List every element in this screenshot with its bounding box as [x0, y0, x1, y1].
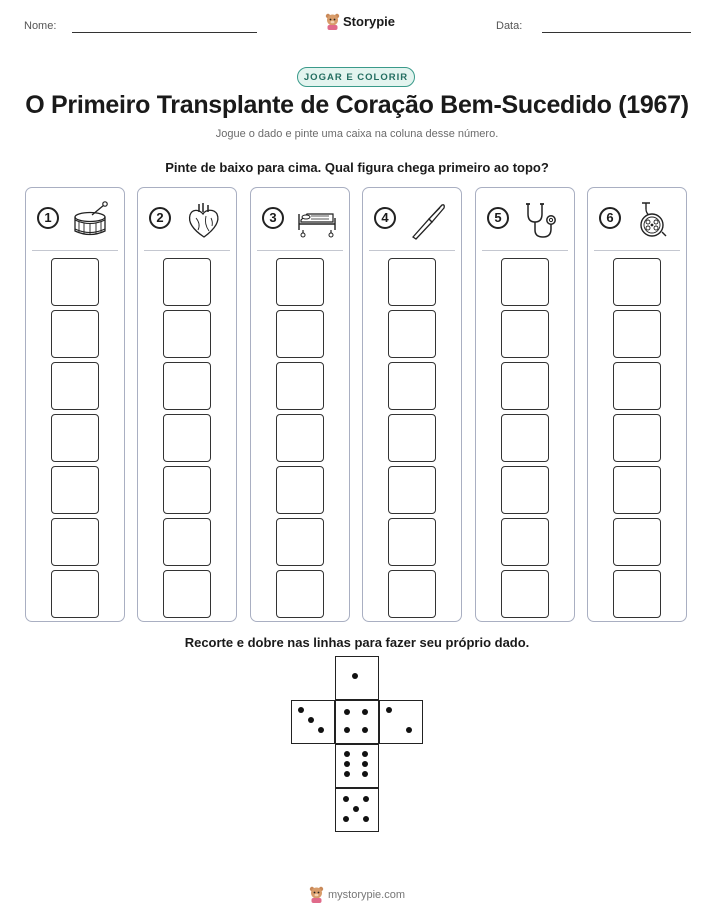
color-box[interactable]: [51, 310, 99, 358]
column-header: 6: [596, 200, 680, 240]
column-number: 2: [149, 207, 171, 229]
color-box[interactable]: [51, 258, 99, 306]
bear-mascot-icon: [309, 886, 324, 903]
color-box[interactable]: [276, 570, 324, 618]
color-box[interactable]: [613, 466, 661, 514]
color-box[interactable]: [276, 518, 324, 566]
color-box[interactable]: [613, 362, 661, 410]
color-box[interactable]: [501, 466, 549, 514]
color-box[interactable]: [613, 414, 661, 462]
surgical-lamp-icon: [640, 202, 667, 237]
color-box[interactable]: [163, 570, 211, 618]
color-box[interactable]: [501, 518, 549, 566]
color-box[interactable]: [163, 466, 211, 514]
footer: mystorypie.com: [0, 886, 714, 903]
color-box[interactable]: [388, 570, 436, 618]
color-box[interactable]: [501, 258, 549, 306]
color-box[interactable]: [51, 362, 99, 410]
color-box[interactable]: [613, 258, 661, 306]
column-number: 4: [374, 207, 396, 229]
bear-mascot-icon: [325, 13, 340, 30]
color-box[interactable]: [388, 362, 436, 410]
race-column-4: 4: [362, 187, 462, 622]
die-face-2: [379, 700, 423, 744]
race-column-6: 6: [587, 187, 687, 622]
color-box[interactable]: [388, 310, 436, 358]
color-box[interactable]: [388, 414, 436, 462]
date-label: Data:: [496, 20, 523, 32]
column-number: 5: [487, 207, 509, 229]
color-box[interactable]: [501, 414, 549, 462]
footer-website[interactable]: mystorypie.com: [327, 888, 406, 901]
brand-name: Storypie: [343, 14, 396, 29]
column-header: 3: [259, 200, 343, 240]
activity-badge: JOGAR E COLORIR: [297, 67, 415, 87]
drum-icon: [74, 201, 108, 236]
column-header: 1: [34, 200, 118, 240]
die-face-1: [335, 656, 379, 700]
color-box[interactable]: [276, 310, 324, 358]
color-box[interactable]: [163, 414, 211, 462]
race-column-2: 2: [137, 187, 237, 622]
page-subtitle: Jogue o dado e pinte uma caixa na coluna…: [215, 128, 499, 140]
color-box[interactable]: [501, 362, 549, 410]
color-box[interactable]: [276, 362, 324, 410]
color-box[interactable]: [613, 570, 661, 618]
color-box[interactable]: [163, 362, 211, 410]
die-face-5: [335, 788, 379, 832]
color-box[interactable]: [613, 310, 661, 358]
column-number: 6: [599, 207, 621, 229]
color-box[interactable]: [163, 310, 211, 358]
color-box[interactable]: [276, 258, 324, 306]
column-number: 3: [262, 207, 284, 229]
scalpel-icon: [412, 204, 445, 240]
color-box[interactable]: [276, 466, 324, 514]
color-box[interactable]: [613, 518, 661, 566]
die-face-3: [291, 700, 335, 744]
race-column-5: 5: [475, 187, 575, 622]
color-box[interactable]: [51, 570, 99, 618]
brand-logo: Storypie: [325, 13, 395, 30]
name-field-line[interactable]: [72, 32, 257, 33]
color-box[interactable]: [51, 466, 99, 514]
race-column-1: 1: [25, 187, 125, 622]
cutout-instruction: Recorte e dobre nas linhas para fazer se…: [184, 635, 530, 650]
stethoscope-icon: [526, 203, 556, 238]
worksheet-header: Nome: Storypie Data:: [0, 0, 714, 50]
die-face-6: [335, 744, 379, 788]
hospital-bed-icon: [298, 213, 336, 238]
color-box[interactable]: [501, 310, 549, 358]
color-box[interactable]: [163, 518, 211, 566]
race-column-3: 3: [250, 187, 350, 622]
color-box[interactable]: [388, 518, 436, 566]
column-header: 5: [484, 200, 568, 240]
name-label: Nome:: [24, 20, 57, 32]
color-box[interactable]: [51, 414, 99, 462]
color-box[interactable]: [501, 570, 549, 618]
color-box[interactable]: [388, 466, 436, 514]
color-box[interactable]: [276, 414, 324, 462]
coloring-instruction: Pinte de baixo para cima. Qual figura ch…: [165, 160, 549, 175]
color-box[interactable]: [388, 258, 436, 306]
column-header: 4: [371, 200, 455, 240]
color-box[interactable]: [51, 518, 99, 566]
column-number: 1: [37, 207, 59, 229]
heart-icon: [188, 203, 219, 238]
die-face-4: [335, 700, 379, 744]
column-header: 2: [146, 200, 230, 240]
color-box[interactable]: [163, 258, 211, 306]
page-title: O Primeiro Transplante de Coração Bem-Su…: [25, 91, 689, 119]
date-field-line[interactable]: [542, 32, 691, 33]
